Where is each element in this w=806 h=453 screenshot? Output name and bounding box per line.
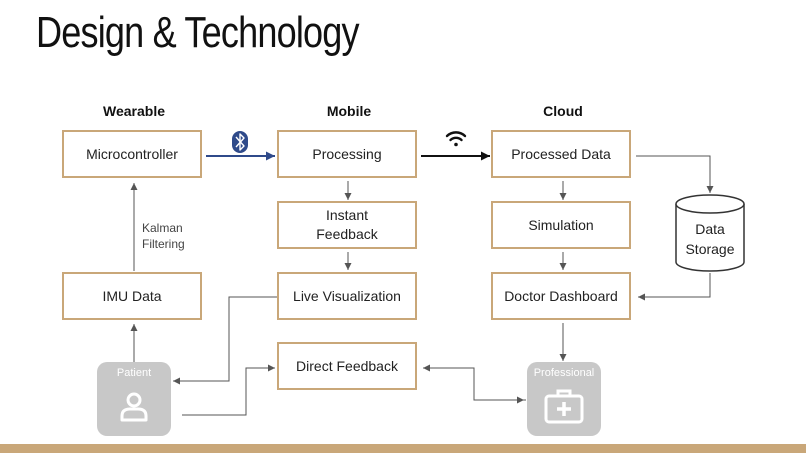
bluetooth-icon [232, 131, 248, 153]
medical-kit-icon [544, 389, 584, 424]
node-simulation: Simulation [491, 201, 631, 249]
edge-storage-to-dashboard [638, 273, 711, 301]
column-header-cloud: Cloud [543, 103, 583, 119]
bottom-accent-bar [0, 444, 806, 453]
node-processed-data: Processed Data [491, 130, 631, 178]
node-doctor-dashboard: Doctor Dashboard [491, 272, 631, 320]
person-icon [120, 392, 148, 422]
column-header-wearable: Wearable [103, 103, 165, 119]
wifi-icon [445, 131, 467, 147]
edge-live-to-patient [173, 296, 277, 385]
edge-professional-to-direct [423, 364, 526, 401]
actor-patient: Patient [97, 362, 171, 436]
data-storage-cylinder [675, 194, 745, 272]
node-instant-feedback: Instant Feedback [277, 201, 417, 249]
edge-label-kalman-filtering: Kalman Filtering [142, 221, 185, 251]
slide-title: Design & Technology [36, 8, 360, 57]
edge-processed-to-storage [636, 155, 714, 193]
node-live-visualization: Live Visualization [277, 272, 417, 320]
actor-patient-label: Patient [116, 367, 152, 379]
node-direct-feedback: Direct Feedback [277, 342, 417, 390]
node-microcontroller: Microcontroller [62, 130, 202, 178]
node-processing: Processing [277, 130, 417, 178]
column-header-mobile: Mobile [326, 103, 372, 119]
actor-professional-label: Professional [533, 367, 595, 379]
node-imu-data: IMU Data [62, 272, 202, 320]
actor-professional: Professional [527, 362, 601, 436]
node-data-storage-label: Data Storage [685, 221, 735, 257]
edge-patient-to-direct [182, 364, 275, 416]
